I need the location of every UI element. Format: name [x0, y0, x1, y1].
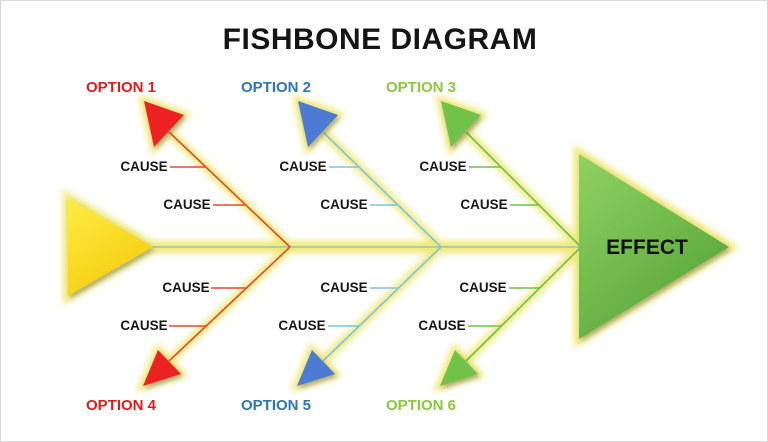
option-5-label: OPTION 5: [241, 397, 311, 414]
option-1-label: OPTION 1: [86, 79, 156, 96]
cause-label: CAUSE: [320, 280, 367, 295]
head-triangle: [68, 198, 153, 296]
option-4-label: OPTION 4: [86, 397, 157, 414]
option-6-label: OPTION 6: [386, 397, 456, 414]
cause-label: CAUSE: [320, 197, 367, 212]
option-5-branch-line: [322, 246, 442, 362]
cause-label: CAUSE: [162, 280, 209, 295]
cause-label: CAUSE: [460, 197, 507, 212]
cause-label: CAUSE: [279, 159, 326, 174]
option-4-branch-line: [168, 246, 291, 362]
option-1-branch-line: [168, 131, 291, 248]
option-2-label: OPTION 2: [241, 79, 311, 96]
effect-label: EFFECT: [606, 236, 688, 259]
option-6-branch-line: [465, 246, 582, 362]
option-3-label: OPTION 3: [386, 79, 456, 96]
cause-label: CAUSE: [418, 318, 465, 333]
option-3-branch-line: [465, 131, 582, 248]
cause-label: CAUSE: [459, 280, 506, 295]
cause-label: CAUSE: [278, 318, 325, 333]
cause-label: CAUSE: [163, 197, 210, 212]
option-3-arrowhead: [441, 101, 481, 147]
option-1-arrowhead: [144, 101, 184, 147]
option-6-arrowhead: [440, 350, 478, 386]
cause-label: CAUSE: [120, 159, 167, 174]
option-4-arrowhead: [143, 350, 181, 386]
option-2-arrowhead: [298, 101, 338, 147]
option-2-branch-line: [322, 131, 442, 248]
cause-label: CAUSE: [419, 159, 466, 174]
page-title: FISHBONE DIAGRAM: [223, 23, 538, 56]
cause-label: CAUSE: [120, 318, 167, 333]
effect-triangle: [579, 154, 729, 339]
option-5-arrowhead: [297, 350, 335, 386]
